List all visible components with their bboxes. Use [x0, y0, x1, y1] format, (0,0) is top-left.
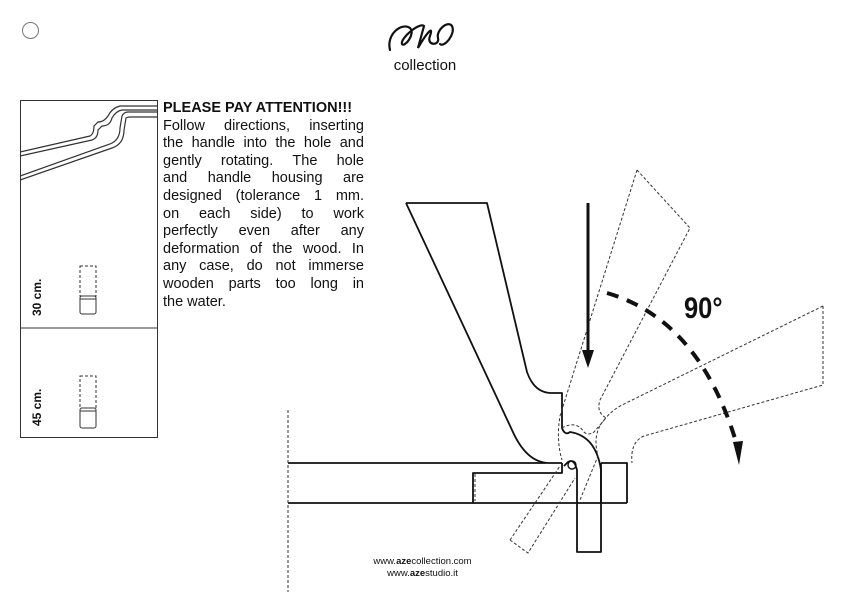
rotation-arrow-icon [606, 291, 743, 465]
url-suffix: studio.it [425, 568, 458, 579]
notice-word: long [310, 275, 338, 292]
notice-word: the [272, 240, 293, 257]
url-prefix: www. [387, 568, 410, 579]
notice-word: housing [271, 170, 323, 187]
board-slot [472, 463, 563, 503]
handle-size-panel: 30 cm. 45 cm. [20, 100, 158, 438]
notice-word: handle [191, 135, 236, 152]
board [288, 462, 628, 504]
attention-notice: PLEASE PAY ATTENTION!!! Follow directions… [163, 100, 364, 311]
handle-ghost-final [579, 305, 824, 501]
notice-word: too [275, 275, 296, 292]
notice-word: not [275, 258, 296, 275]
notice-word: hole [336, 152, 364, 169]
panel-drawing [20, 100, 158, 438]
notice-word: rotating. [220, 152, 274, 169]
notice-word: into [243, 135, 267, 152]
notice-word: and [339, 135, 364, 152]
logo: collection [380, 14, 470, 78]
notice-word: immerse [308, 258, 364, 275]
notice-word: wooden [163, 275, 214, 292]
notice-word: do [246, 258, 263, 275]
notice-word: to [301, 205, 314, 222]
notice-word: of [249, 240, 262, 257]
notice-word: gently [163, 152, 202, 169]
notice-word: water. [187, 293, 226, 310]
notice-word: (tolerance [235, 187, 301, 204]
notice-word: hole [303, 135, 332, 152]
notice-word: in [352, 275, 364, 292]
notice-line: Follow directions, inserting [163, 118, 364, 136]
notice-word: any [340, 223, 364, 240]
angle-label: 90° [684, 292, 723, 325]
notice-word: case, [199, 258, 234, 275]
down-arrow-icon [582, 203, 594, 368]
notice-line: and handle housing are [163, 170, 364, 188]
notice-word: handle [207, 170, 252, 187]
website-link-collection[interactable]: www.azecollection.com [340, 556, 505, 568]
url-bold: aze [409, 568, 426, 579]
notice-word: In [351, 240, 364, 257]
notice-word: side) [250, 205, 282, 222]
notice-word: mm. [335, 187, 364, 204]
notice-title: PLEASE PAY ATTENTION!!! [163, 100, 353, 116]
notice-word: any [163, 258, 187, 275]
notice-word: The [292, 152, 318, 169]
notice-word: deformation [163, 240, 240, 257]
notice-word: wood. [302, 240, 342, 257]
notice-word: each [198, 205, 231, 222]
notice-line: gently rotating. The hole [163, 153, 364, 171]
notice-word: designed [163, 187, 222, 204]
notice-line: designed (tolerance 1 mm. [163, 188, 364, 206]
notice-word: parts [228, 275, 261, 292]
stem-ghost [509, 465, 576, 554]
handle-30cm-icon [79, 265, 97, 315]
notice-word: after [290, 223, 320, 240]
punch-hole [22, 22, 39, 39]
notice-word: are [343, 170, 364, 187]
notice-word: the [275, 135, 296, 152]
handle-45cm-icon [79, 375, 97, 429]
url-bold: aze [396, 556, 412, 567]
footer-links: www.azecollection.com www.azestudio.it [340, 556, 505, 580]
handle-ghost-mid [557, 169, 691, 461]
notice-word: even [238, 223, 271, 240]
url-suffix: collection.com [411, 556, 472, 567]
url-prefix: www. [373, 556, 397, 567]
notice-word: directions, [224, 117, 291, 134]
notice-word: perfectly [163, 223, 218, 240]
notice-word: inserting [309, 117, 364, 134]
notice-word: the [163, 135, 184, 152]
notice-word: and [163, 170, 188, 187]
notice-word: the [163, 293, 184, 310]
notice-word: on [163, 205, 180, 222]
notice-word: 1 [313, 187, 323, 204]
notice-word: Follow [163, 117, 205, 134]
website-link-studio[interactable]: www.azestudio.it [340, 568, 505, 580]
aze-monogram-icon [388, 23, 454, 52]
brand-name: collection [393, 57, 457, 74]
notice-line: perfectly even after any [163, 223, 364, 241]
notice-word: work [333, 205, 364, 222]
notice-line: on each side) to work [163, 206, 364, 224]
